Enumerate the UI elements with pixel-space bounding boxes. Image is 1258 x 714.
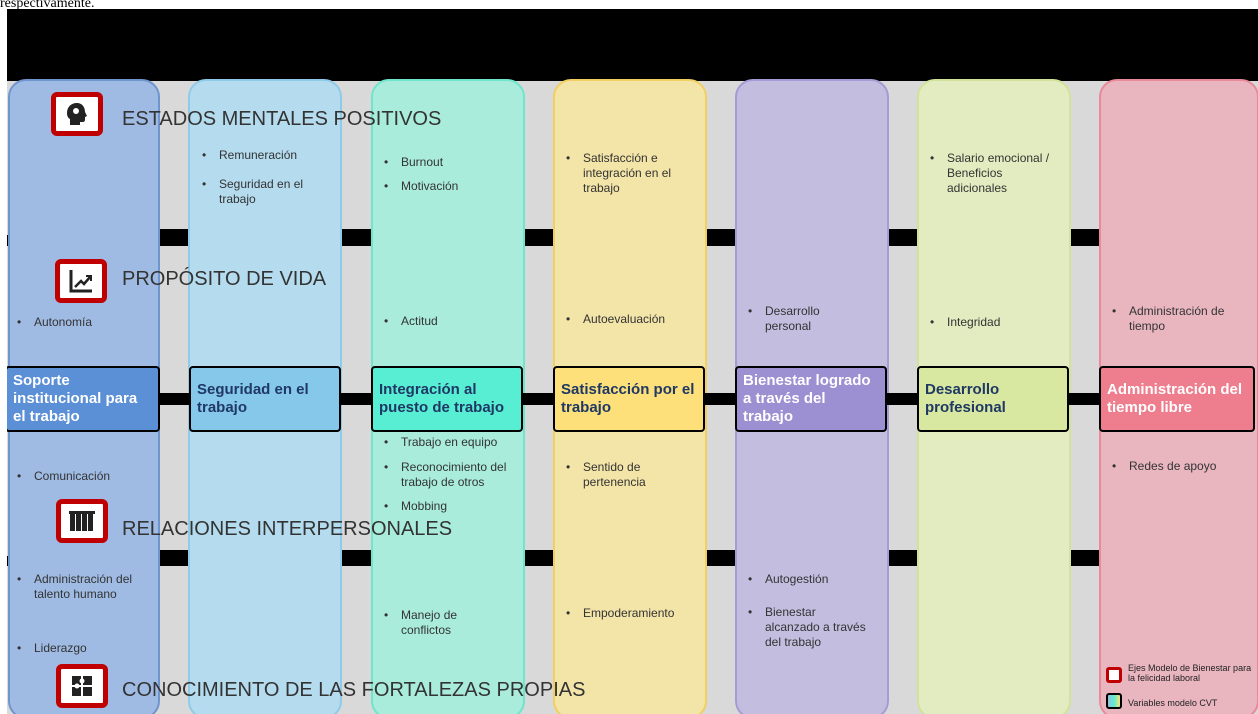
bullet-item: •Liderazgo	[17, 641, 87, 655]
variable-seguridad-trabajo: Seguridad en el trabajo	[189, 366, 341, 432]
intro-text: respectivamente.	[0, 0, 95, 11]
diagram-canvas: Soporte institucional para el trabajo Se…	[7, 9, 1258, 714]
puzzle-icon	[56, 664, 108, 708]
variable-administracion-tiempo: Administración del tiempo libre	[1099, 366, 1255, 432]
variable-satisfaccion-trabajo: Satisfacción por el trabajo	[553, 366, 705, 432]
axis-divider-segment	[160, 550, 188, 562]
red-square-icon	[1106, 667, 1122, 683]
variable-bienestar-trabajo: Bienestar logrado a través del trabajo	[735, 366, 887, 432]
axis-divider-segment	[889, 550, 917, 562]
axis-divider-segment	[1071, 229, 1099, 241]
growth-chart-icon	[55, 259, 107, 303]
variable-box-icon	[1106, 693, 1122, 709]
bullet-item: •Mobbing	[384, 499, 448, 513]
bullet-item: •Desarrollo personal	[748, 304, 820, 333]
bullet-item: •Actitud	[384, 314, 438, 328]
variable-label: Satisfacción por el trabajo	[561, 381, 695, 416]
bullet-item: •Bienestar alcanzado a través del trabaj…	[748, 605, 866, 649]
variable-label: Bienestar logrado a través del trabajo	[743, 372, 871, 425]
bullet-item: •Salario emocional / Beneficios adiciona…	[930, 151, 1050, 195]
variable-label: Soporte institucional para el trabajo	[13, 372, 138, 425]
variable-soporte-institucional: Soporte institucional para el trabajo	[7, 366, 160, 432]
variable-label: Seguridad en el trabajo	[197, 381, 309, 416]
bullet-item: •Autogestión	[748, 572, 829, 586]
bullet-item: •Reconocimiento del trabajo de otros	[384, 460, 507, 489]
head-profile-icon	[51, 92, 103, 136]
legend-label-variables: Variables modelo CVT	[1128, 698, 1218, 708]
bullet-item: •Autoevaluación	[566, 312, 666, 326]
bullet-item: •Empoderamiento	[566, 606, 675, 620]
axis-divider-segment	[1071, 550, 1099, 562]
bullet-item: •Remuneración	[202, 148, 298, 162]
bullet-item: •Sentido de pertenencia	[566, 460, 646, 489]
bullet-item: •Motivación	[384, 179, 459, 193]
axis-title-proposito: PROPÓSITO DE VIDA	[122, 268, 327, 290]
axis-divider-segment	[342, 550, 371, 562]
bullet-item: •Autonomía	[17, 315, 93, 329]
axis-divider-segment	[707, 550, 735, 562]
bullet-item: •Burnout	[384, 155, 444, 169]
axis-title-estados: ESTADOS MENTALES POSITIVOS	[122, 108, 442, 130]
variable-label: Integración al puesto de trabajo	[379, 381, 505, 416]
bullet-item: •Comunicación	[17, 469, 111, 483]
bullet-item: •Administración de tiempo	[1112, 304, 1225, 333]
variable-desarrollo-profesional: Desarrollo profesional	[917, 366, 1069, 432]
bullet-item: •Seguridad en el trabajo	[202, 177, 304, 206]
axis-divider-segment	[342, 229, 371, 241]
axis-divider-segment	[525, 550, 553, 562]
axis-divider-segment	[889, 229, 917, 241]
bullet-item: •Trabajo en equipo	[384, 435, 498, 449]
bullet-item: •Satisfacción e integración en el trabaj…	[566, 151, 672, 195]
people-group-icon	[56, 499, 108, 543]
axis-divider-segment	[525, 229, 553, 241]
variable-integracion-puesto: Integración al puesto de trabajo	[371, 366, 523, 432]
variable-label: Administración del tiempo libre	[1107, 381, 1243, 416]
bullet-item: •Manejo de conflictos	[384, 608, 458, 637]
axis-title-fortalezas: CONOCIMIENTO DE LAS FORTALEZAS PROPIAS	[122, 679, 586, 701]
bullet-item: •Redes de apoyo	[1112, 459, 1217, 473]
legend-label-ejes: Ejes Modelo de Bienestar para la felicid…	[1128, 663, 1252, 683]
bullet-item: •Administración del talento humano	[17, 572, 133, 601]
axis-title-relaciones: RELACIONES INTERPERSONALES	[122, 518, 453, 540]
variable-label: Desarrollo profesional	[925, 381, 1006, 416]
axis-divider-segment	[707, 229, 735, 241]
axis-divider-segment	[160, 229, 188, 241]
bullet-item: •Integridad	[930, 315, 1001, 329]
